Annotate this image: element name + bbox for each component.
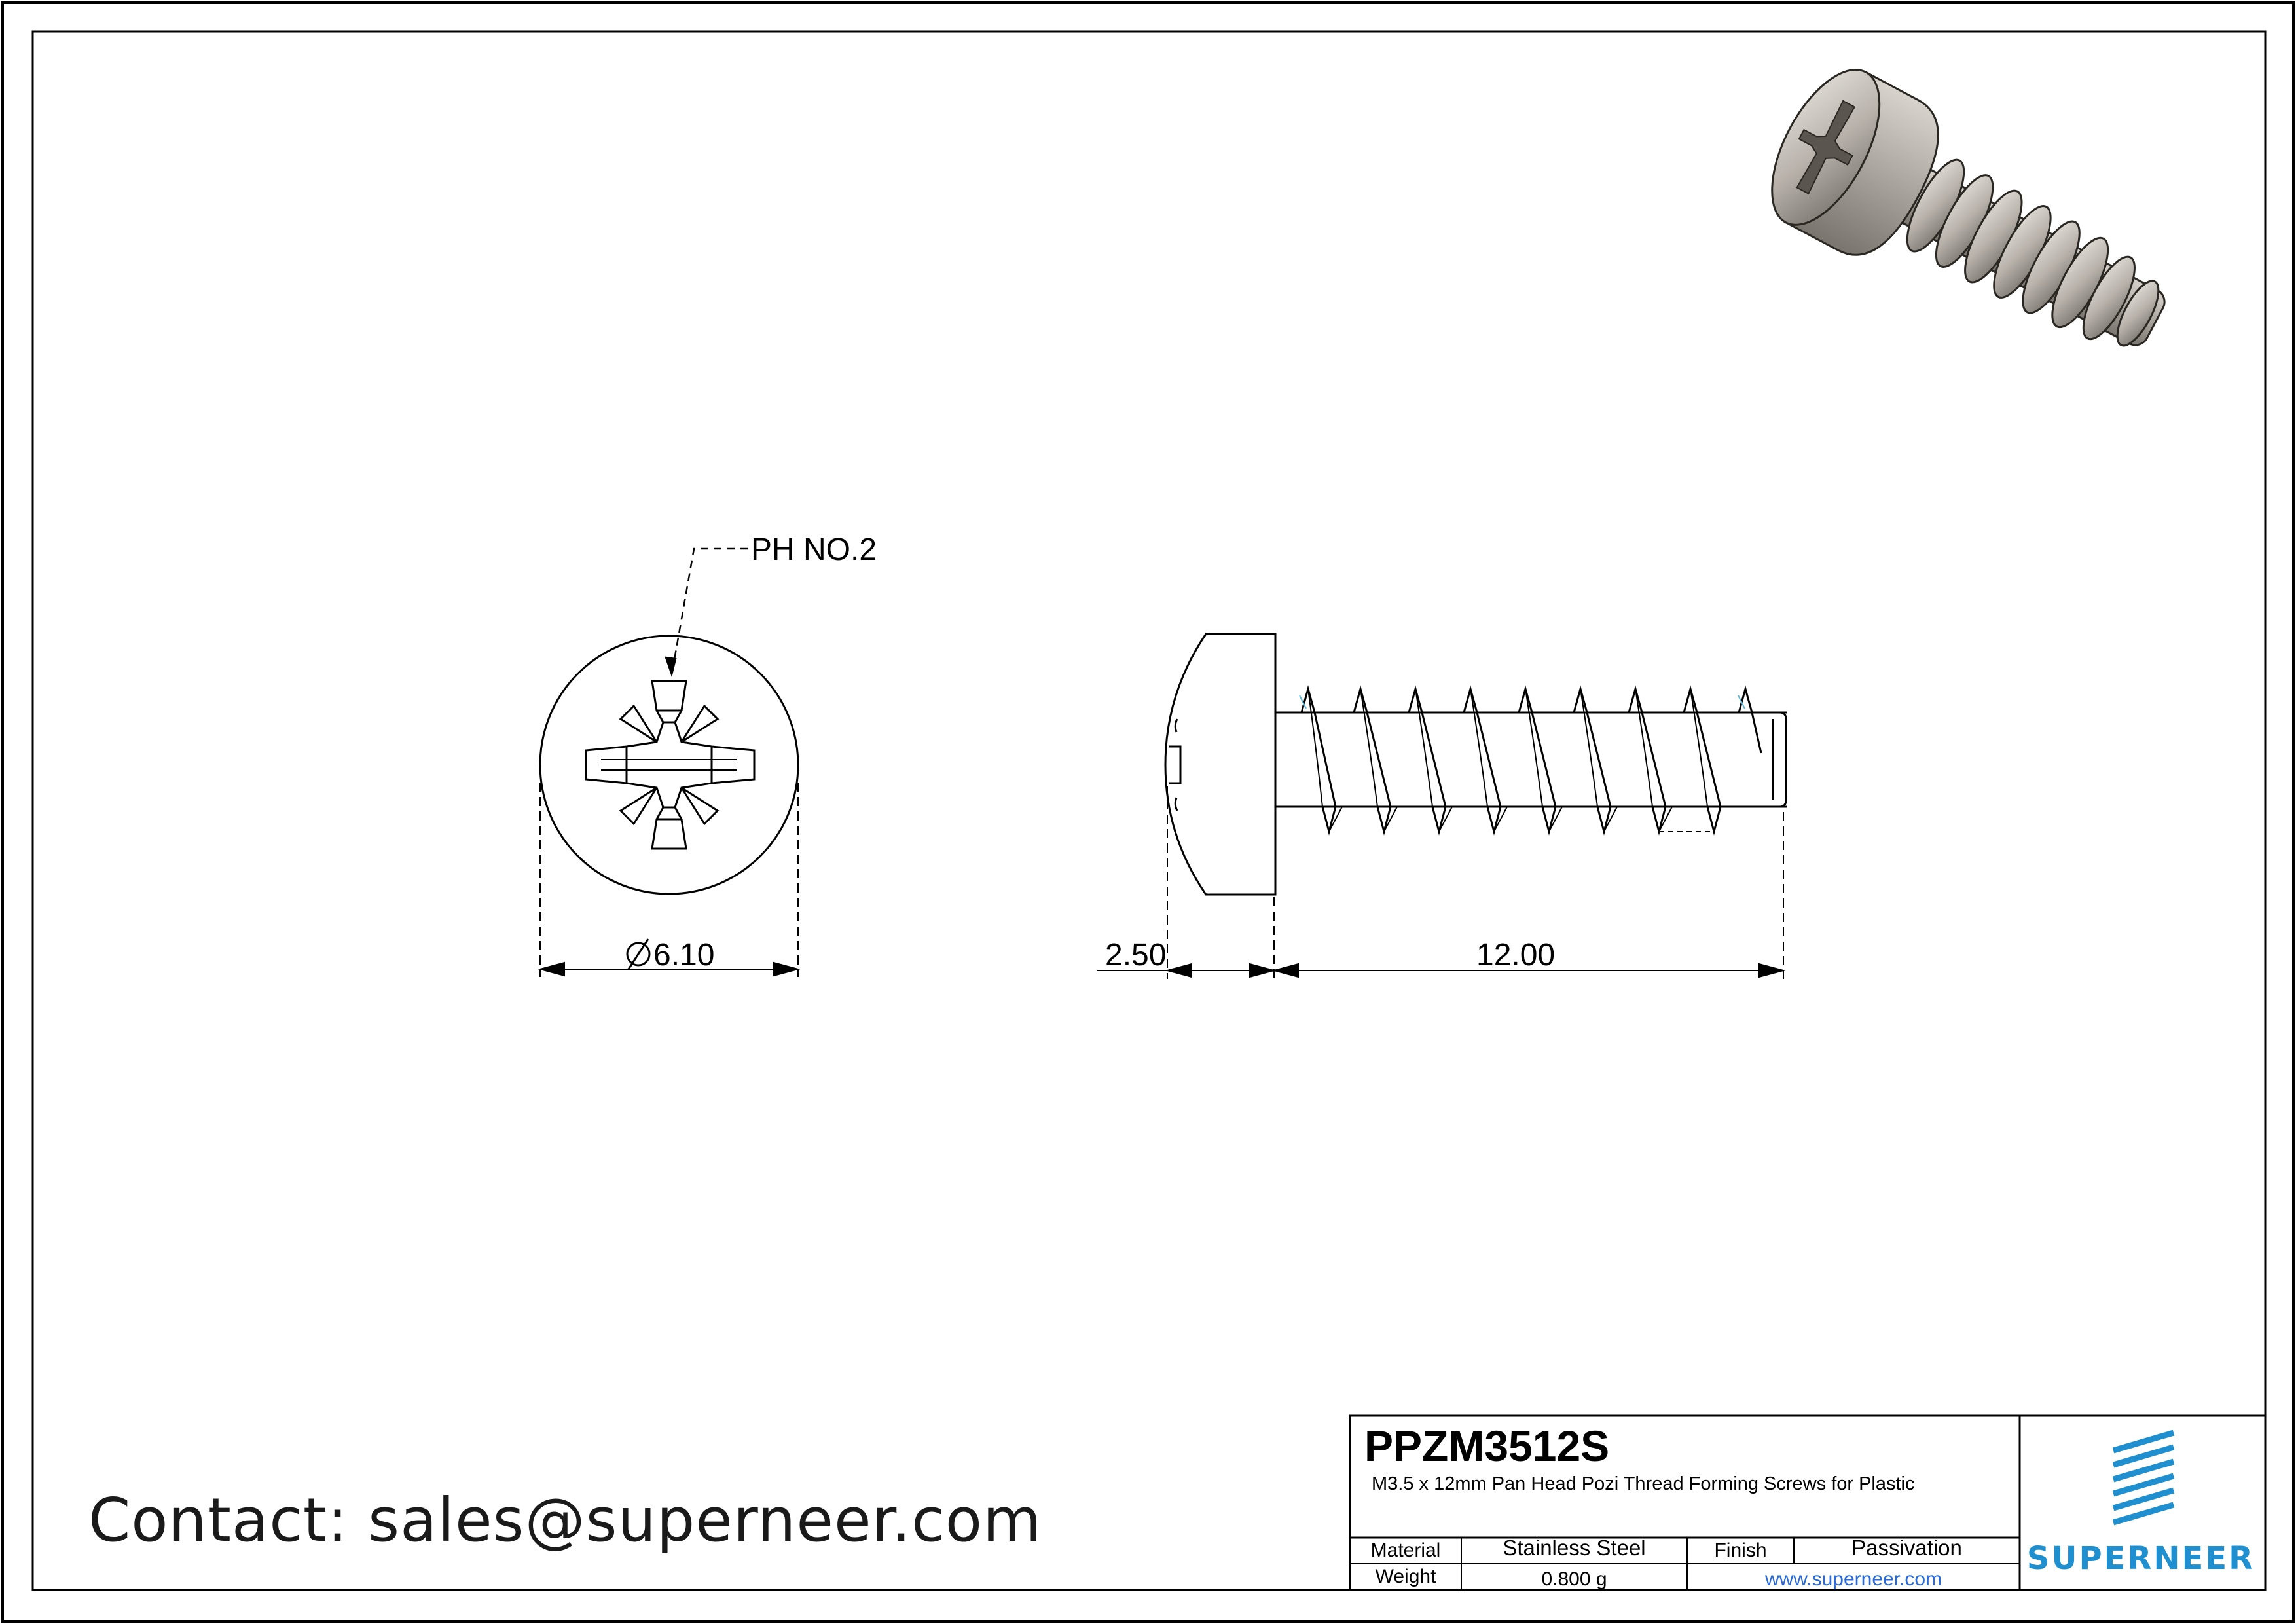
head-end-view xyxy=(539,635,799,895)
thread-accent xyxy=(1299,695,1745,709)
screw-isometric-render xyxy=(1771,68,2166,347)
material-label: Material xyxy=(1370,1540,1441,1561)
diameter-dimension xyxy=(538,783,801,977)
finish-label: Finish xyxy=(1714,1540,1767,1561)
drawing-border xyxy=(31,30,2267,1591)
superneer-logo-icon xyxy=(2112,1430,2175,1526)
callout-leader xyxy=(665,547,748,678)
length-dimensions xyxy=(1097,786,1786,979)
callout-text: PH NO.2 xyxy=(751,532,877,567)
dim-head-height-text: 2.50 xyxy=(1105,938,1166,972)
screw-side-view xyxy=(1164,633,1787,896)
title-block xyxy=(1349,1414,2267,1591)
material-value: Stainless Steel xyxy=(1503,1536,1646,1560)
website-link[interactable]: www.superneer.com xyxy=(1764,1568,1942,1590)
dim-length-text: 12.00 xyxy=(1476,938,1555,972)
part-number: PPZM3512S xyxy=(1364,1422,1610,1470)
contact-email: Contact: sales@superneer.com xyxy=(88,1485,1042,1555)
brand-name: SUPERNEER xyxy=(2026,1540,2255,1577)
weight-value: 0.800 g xyxy=(1541,1568,1607,1590)
finish-value: Passivation xyxy=(1851,1536,1962,1560)
diameter-symbol-icon xyxy=(626,938,651,970)
weight-label: Weight xyxy=(1375,1566,1436,1587)
dim-diameter-text: 6.10 xyxy=(653,938,714,972)
part-description: M3.5 x 12mm Pan Head Pozi Thread Forming… xyxy=(1372,1473,1915,1494)
